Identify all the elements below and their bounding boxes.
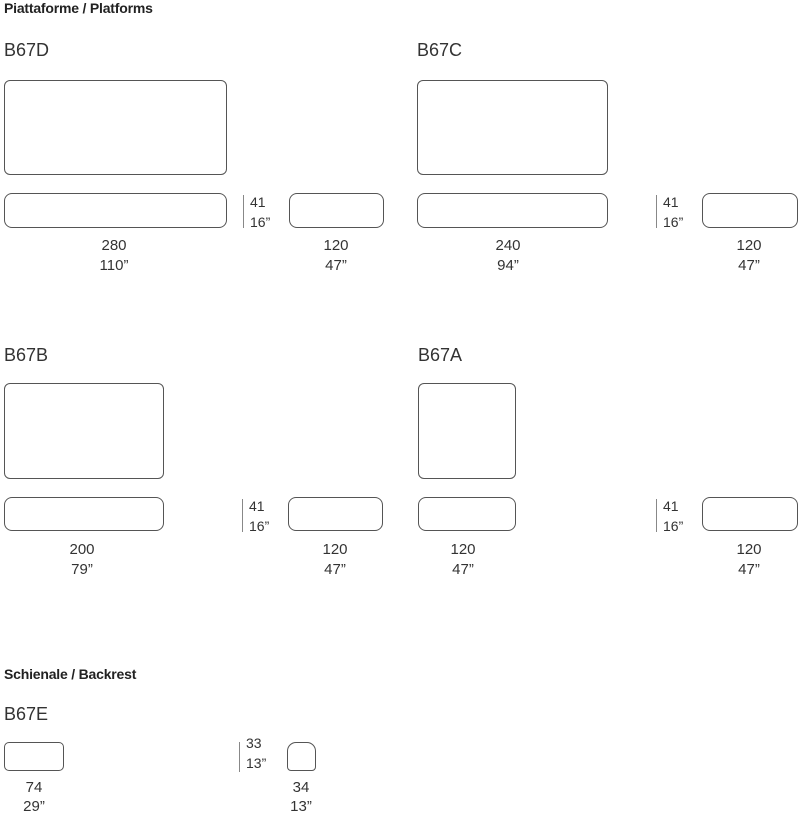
height-indicator-line bbox=[239, 742, 240, 772]
top-view-shape bbox=[4, 80, 227, 175]
height-cm: 33 bbox=[246, 735, 262, 751]
height-in: 16” bbox=[663, 518, 684, 534]
width-cm: 200 bbox=[69, 541, 95, 558]
product-code: B67A bbox=[418, 345, 463, 365]
height-indicator-line bbox=[242, 499, 243, 532]
depth-in: 47” bbox=[324, 561, 346, 578]
width-cm: 240 bbox=[495, 237, 521, 254]
height-indicator-line bbox=[656, 499, 657, 532]
depth-in: 47” bbox=[738, 561, 760, 578]
height-in: 16” bbox=[249, 518, 270, 534]
width-in: 94” bbox=[497, 257, 519, 274]
height-cm: 41 bbox=[249, 498, 265, 514]
height-cm: 41 bbox=[663, 498, 679, 514]
top-view-shape bbox=[4, 383, 164, 479]
height-in: 13” bbox=[246, 755, 267, 771]
front-view-shape bbox=[4, 497, 164, 531]
product-code: B67E bbox=[4, 704, 49, 724]
side-view-shape bbox=[288, 497, 383, 531]
width-in: 47” bbox=[452, 561, 474, 578]
front-view-shape bbox=[4, 193, 227, 228]
front-view-shape bbox=[418, 497, 516, 531]
width-in: 110” bbox=[99, 257, 129, 274]
depth-in: 47” bbox=[738, 257, 760, 274]
width-in: 29” bbox=[23, 798, 45, 815]
height-in: 16” bbox=[663, 214, 684, 230]
front-view-shape bbox=[417, 193, 608, 228]
depth-cm: 120 bbox=[322, 541, 348, 558]
side-view-shape bbox=[287, 742, 316, 771]
top-view-shape bbox=[418, 383, 516, 479]
width-cm: 280 bbox=[101, 237, 127, 254]
depth-in: 47” bbox=[325, 257, 347, 274]
height-indicator-line bbox=[243, 195, 244, 228]
top-view-shape bbox=[417, 80, 608, 175]
platforms-section-title: Piattaforme / Platforms bbox=[4, 0, 153, 16]
depth-cm: 34 bbox=[292, 779, 310, 796]
product-code: B67C bbox=[417, 40, 463, 60]
height-cm: 41 bbox=[663, 194, 679, 210]
side-view-shape bbox=[702, 497, 798, 531]
side-view-shape bbox=[702, 193, 798, 228]
depth-cm: 120 bbox=[323, 237, 349, 254]
height-cm: 41 bbox=[250, 194, 266, 210]
side-view-shape bbox=[289, 193, 384, 228]
depth-cm: 120 bbox=[736, 541, 762, 558]
product-code: B67B bbox=[4, 345, 49, 365]
height-in: 16” bbox=[250, 214, 271, 230]
width-cm: 120 bbox=[450, 541, 476, 558]
depth-in: 13” bbox=[290, 798, 312, 815]
product-code: B67D bbox=[4, 40, 50, 60]
backrest-section-title: Schienale / Backrest bbox=[4, 666, 137, 682]
front-view-shape bbox=[4, 742, 64, 771]
width-in: 79” bbox=[71, 561, 93, 578]
width-cm: 74 bbox=[25, 779, 43, 796]
height-indicator-line bbox=[656, 195, 657, 228]
depth-cm: 120 bbox=[736, 237, 762, 254]
